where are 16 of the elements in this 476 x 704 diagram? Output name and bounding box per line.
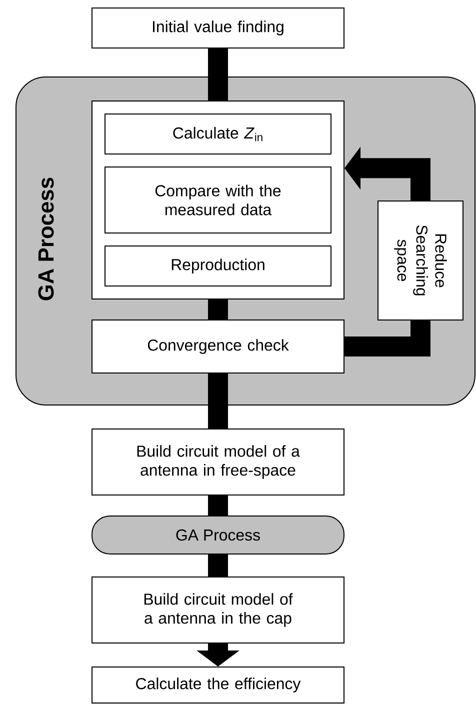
connector [208, 48, 228, 100]
process-box: Reproduction [104, 246, 332, 286]
process-box: Convergence check [92, 320, 344, 374]
connector [208, 554, 228, 576]
connector [344, 320, 430, 356]
process-box: Initial value finding [92, 8, 344, 48]
process-box: Build circuit model of a antenna in the cap [92, 576, 344, 644]
connector [208, 496, 228, 516]
process-box: Compare with the measured data [104, 166, 332, 234]
process-box: Build circuit model of a antenna in free-space [92, 428, 344, 496]
process-box: Calculate the efficiency [92, 666, 344, 704]
process-pill: GA Process [92, 516, 344, 554]
connector [208, 300, 228, 320]
process-box: Calculate Z$_{in}$ [104, 114, 332, 154]
process-box: Reduce Searching space [378, 200, 464, 320]
connector [208, 374, 228, 428]
